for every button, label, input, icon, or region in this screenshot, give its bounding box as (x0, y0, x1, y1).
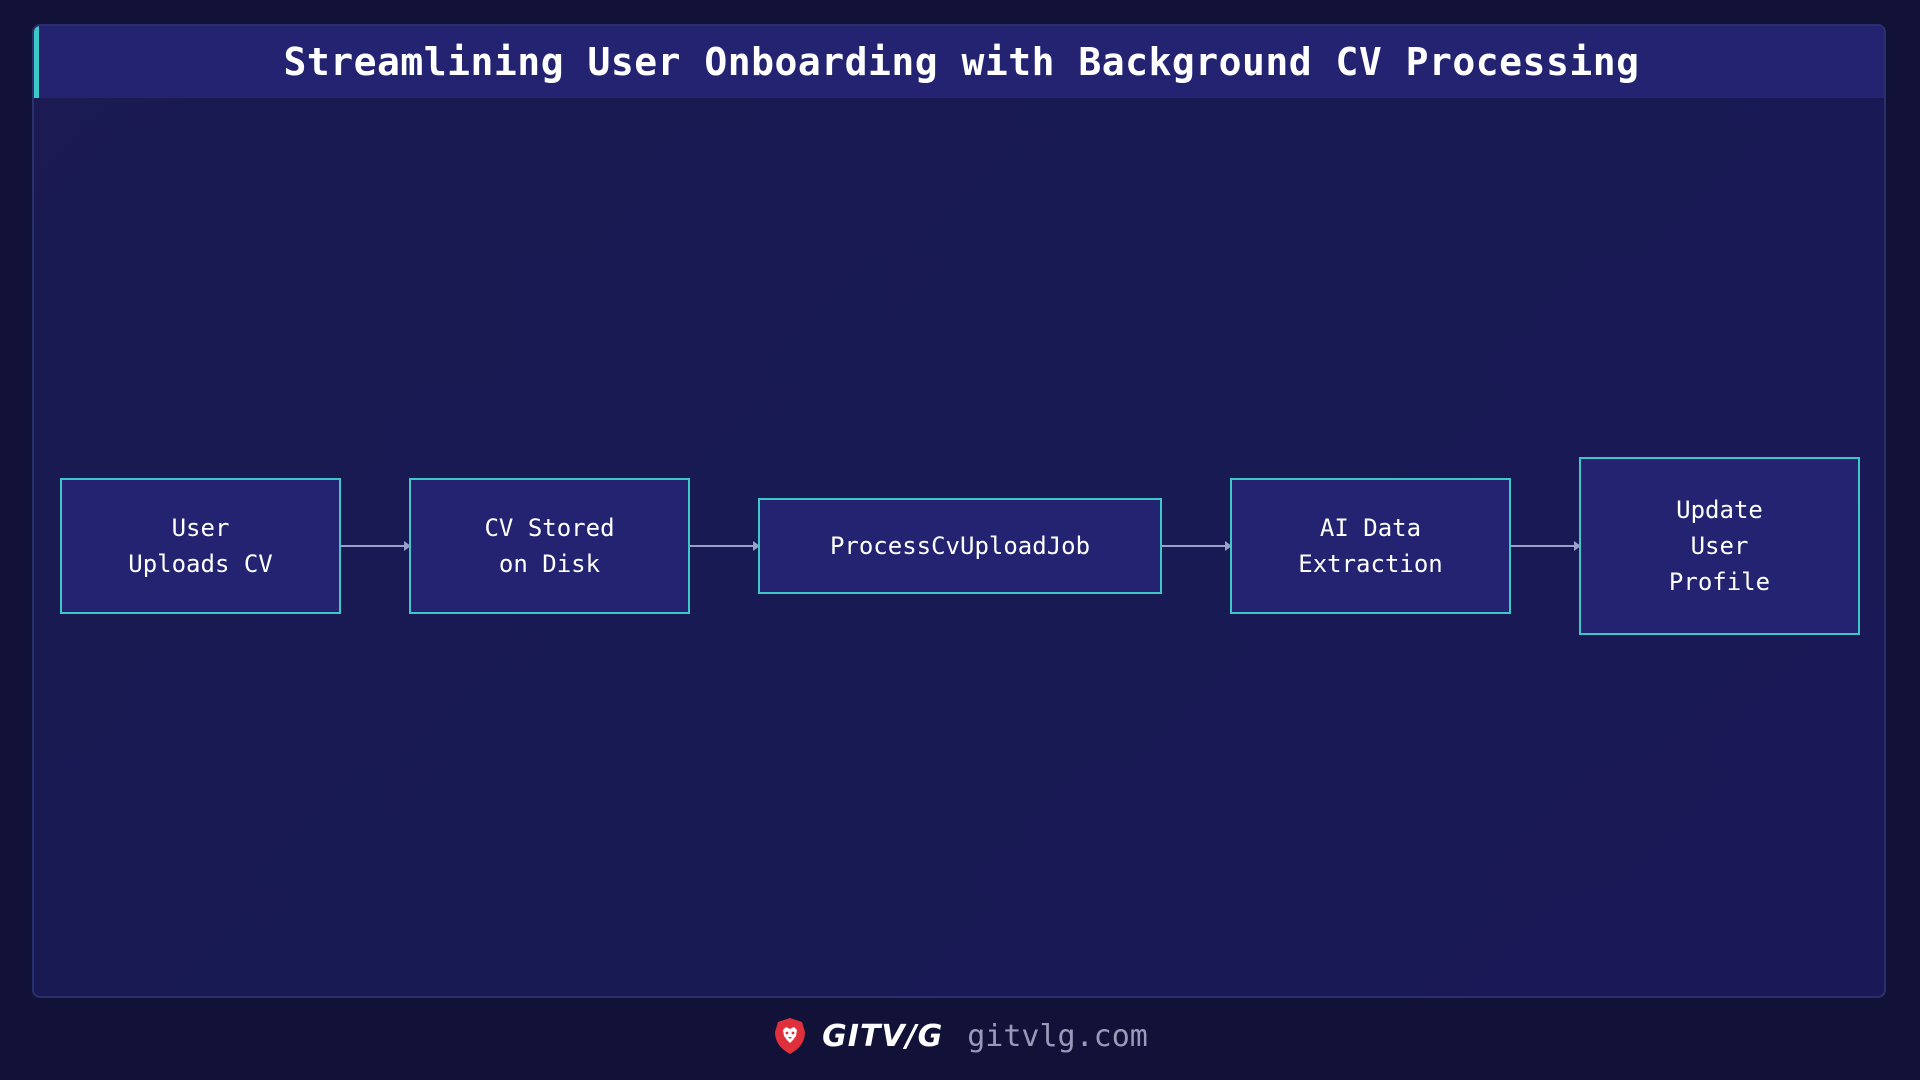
brand-logo-text: GITV/G (822, 1018, 944, 1054)
site-url: gitvlg.com (967, 1018, 1148, 1054)
title-bar: Streamlining User Onboarding with Backgr… (34, 26, 1884, 98)
footer: GITV/G gitvlg.com (0, 1008, 1920, 1064)
diagram-frame: Streamlining User Onboarding with Backgr… (32, 24, 1886, 998)
diagram-title: Streamlining User Onboarding with Backgr… (283, 40, 1640, 84)
lion-shield-icon (775, 1018, 806, 1054)
